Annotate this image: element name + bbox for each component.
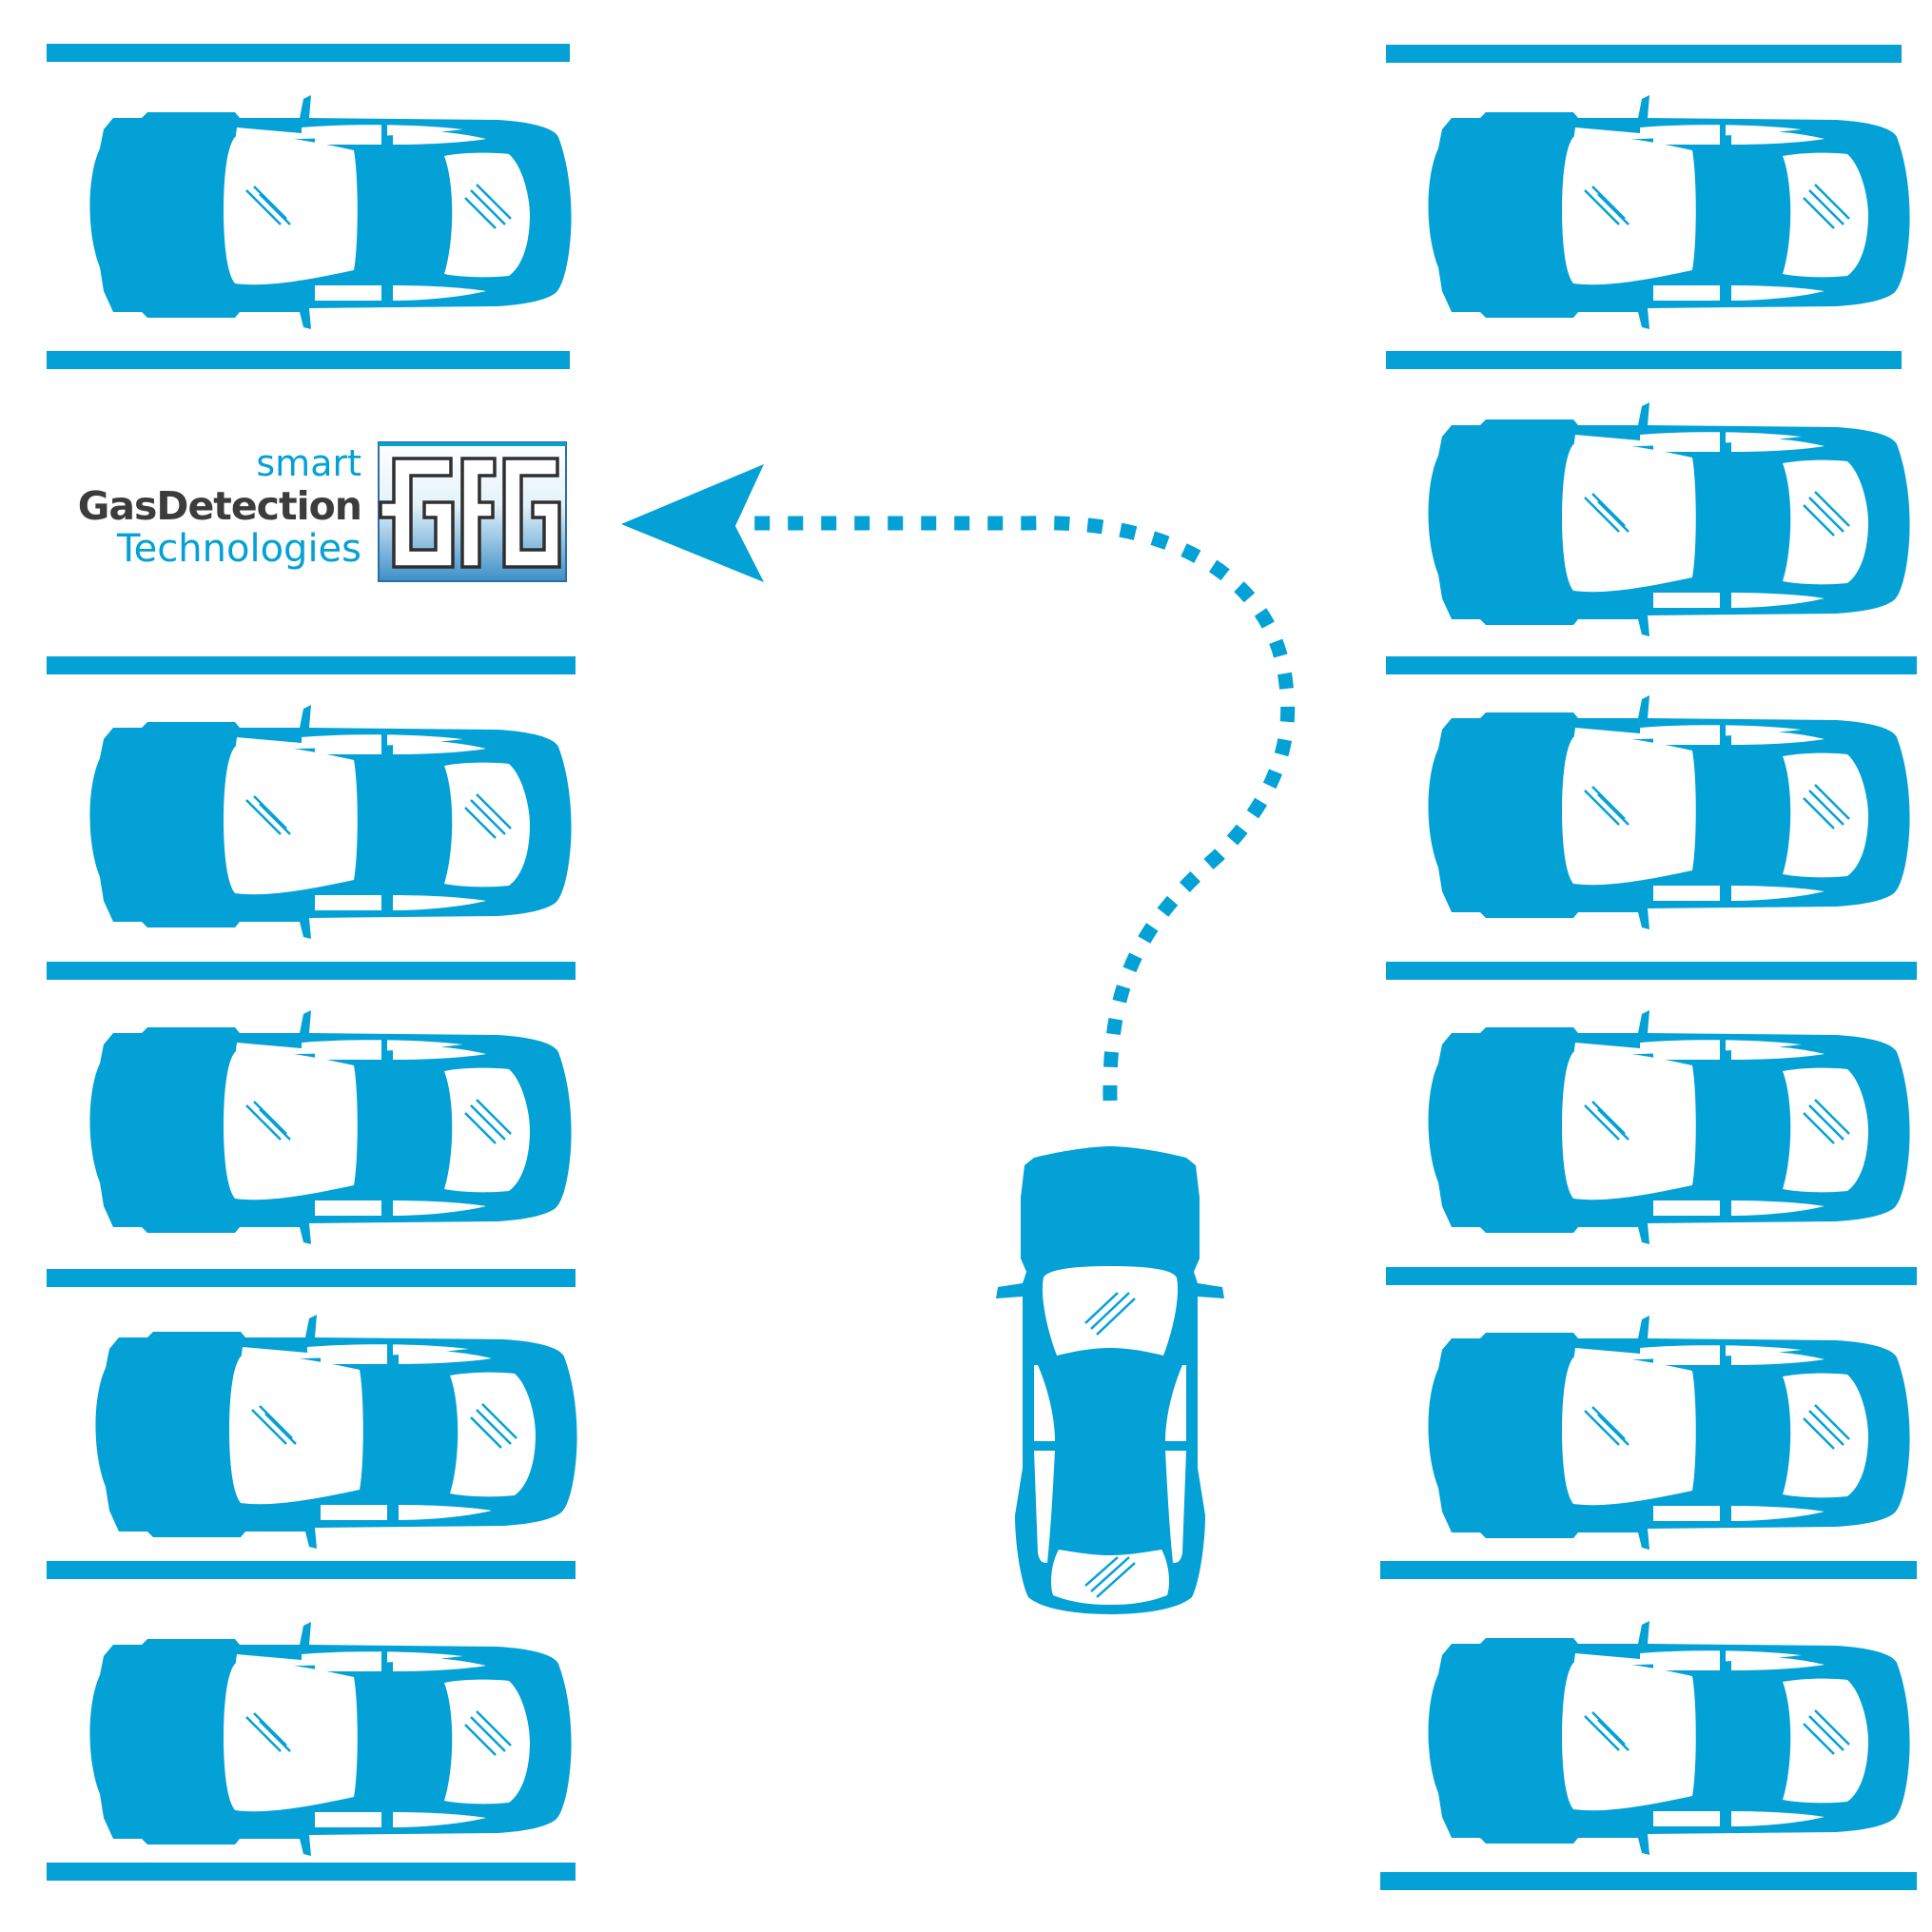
logo-text-smart: smart [256, 442, 361, 484]
parked-car [1427, 1008, 1911, 1246]
parked-car [88, 1620, 573, 1858]
parked-car [88, 93, 573, 331]
parking-stripe [47, 1269, 576, 1287]
logo-text-gasdetection: GasDetection [77, 483, 362, 529]
arrow-head [621, 464, 764, 582]
parked-car [94, 1313, 578, 1551]
parked-car [1427, 1314, 1911, 1551]
parked-car [1427, 1619, 1911, 1857]
parked-car [1427, 93, 1911, 331]
gfg-logo [378, 441, 567, 582]
parking-stripe [47, 1561, 576, 1579]
dotted-path [751, 516, 1296, 1102]
parking-stripe [1386, 45, 1902, 63]
parking-stripe [1386, 962, 1917, 980]
parking-stripe [47, 656, 576, 674]
parking-stripe [1380, 1872, 1917, 1890]
parking-stripe [1380, 1561, 1917, 1579]
parking-stripe [47, 1863, 576, 1881]
parking-stripe [1386, 656, 1917, 674]
parked-car [88, 703, 573, 941]
parked-car [88, 1008, 573, 1246]
parking-stripe [1386, 351, 1902, 369]
parked-car [1427, 400, 1911, 638]
parking-stripe [47, 44, 570, 62]
logo-text-technologies: Technologies [117, 527, 361, 571]
parked-car [1427, 693, 1911, 931]
moving-car [994, 1144, 1226, 1616]
left-parking-stripes [47, 44, 576, 1881]
parking-stripe [47, 962, 576, 980]
parking-stripe [1386, 1267, 1917, 1285]
parking-stripe [47, 351, 570, 369]
right-parking-stripes [1380, 45, 1917, 1890]
